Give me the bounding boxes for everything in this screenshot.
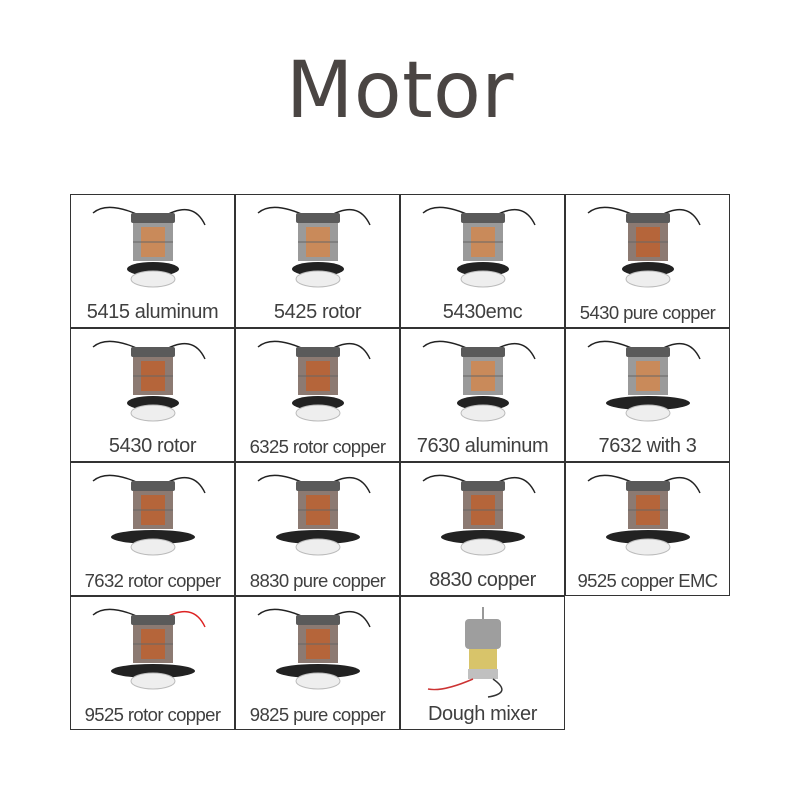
motor-cell[interactable]: Dough mixer (400, 596, 565, 730)
motor-photo-icon (422, 340, 536, 422)
motor-cell[interactable]: 5430 rotor (70, 328, 235, 462)
motor-photo-icon (427, 607, 503, 698)
motor-cell[interactable]: 6325 rotor copper (235, 328, 400, 462)
motor-cell[interactable]: 9525 rotor copper (70, 596, 235, 730)
motor-label: 5425 rotor (273, 301, 362, 323)
motor-cell[interactable]: 7632 rotor copper (70, 462, 235, 596)
motor-photo-icon (257, 474, 371, 556)
motor-photo-icon (422, 474, 536, 556)
motor-photo-icon (257, 340, 371, 422)
motor-label: Dough mixer (428, 703, 537, 725)
motor-label: 8830 copper (429, 569, 536, 591)
motor-cell[interactable]: 8830 copper (400, 462, 565, 596)
motor-photo-icon (587, 206, 701, 288)
motor-photo-icon (257, 206, 371, 288)
motor-cell[interactable]: 5415 aluminum (70, 194, 235, 328)
page-title: Motor (286, 46, 514, 136)
motor-label: 5430 rotor (108, 435, 197, 457)
motor-photo-icon (92, 206, 206, 288)
motor-photo-icon (587, 340, 701, 422)
motor-label: 8830 pure copper (249, 570, 386, 591)
motor-cell[interactable]: 8830 pure copper (235, 462, 400, 596)
motor-cell[interactable]: 9525 copper EMC (565, 462, 730, 596)
motor-label: 6325 rotor copper (249, 436, 386, 457)
motor-photo-icon (92, 608, 206, 690)
motor-photo-icon (92, 474, 206, 556)
motor-cell[interactable]: 5430 pure copper (565, 194, 730, 328)
motor-label: 9525 copper EMC (577, 570, 718, 591)
motor-cell[interactable]: 7630 aluminum (400, 328, 565, 462)
motor-label: 7632 rotor copper (84, 570, 221, 591)
motor-label: 7632 with 3 (598, 435, 697, 457)
motor-label: 5415 aluminum (86, 301, 219, 323)
motor-label: 7630 aluminum (416, 435, 549, 457)
motor-photo-icon (587, 474, 701, 556)
motor-label: 5430emc (442, 301, 523, 323)
motor-cell[interactable]: 7632 with 3 (565, 328, 730, 462)
motor-label: 9525 rotor copper (84, 704, 221, 725)
motor-photo-icon (422, 206, 536, 288)
motor-cell[interactable]: 5425 rotor (235, 194, 400, 328)
motor-cell[interactable]: 9825 pure copper (235, 596, 400, 730)
motor-photo-icon (92, 340, 206, 422)
motor-photo-icon (257, 608, 371, 690)
motor-cell[interactable]: 5430emc (400, 194, 565, 328)
motor-label: 5430 pure copper (579, 302, 716, 323)
motor-label: 9825 pure copper (249, 704, 386, 725)
